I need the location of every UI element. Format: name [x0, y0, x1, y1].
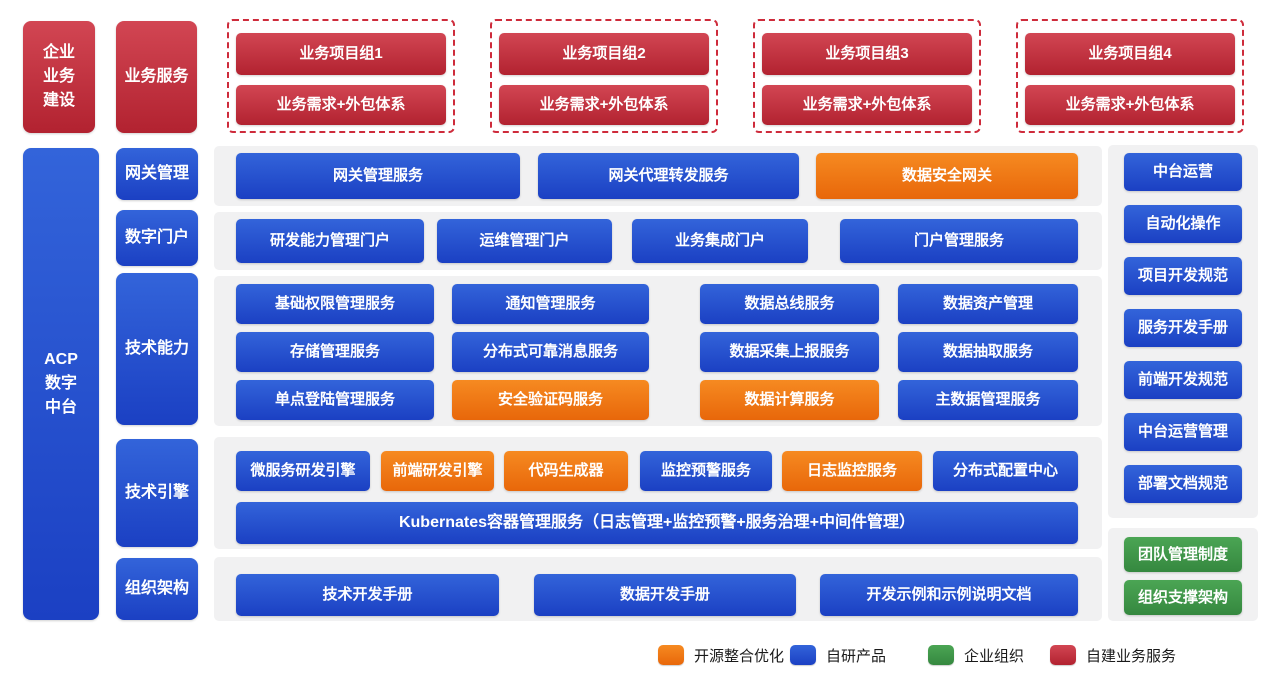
- block-distributed-reliable-message-service: 分布式可靠消息服务: [452, 332, 649, 372]
- block-data-bus-service: 数据总线服务: [700, 284, 879, 324]
- category-org-structure: 组织架构: [116, 558, 198, 620]
- category-tech-capability: 技术能力: [116, 273, 198, 425]
- block-kubernetes-container-service: Kubernates容器管理服务（日志管理+监控预警+服务治理+中间件管理）: [236, 502, 1078, 544]
- pillar-business-service: 业务服务: [116, 21, 197, 133]
- block-data-security-gateway: 数据安全网关: [816, 153, 1078, 199]
- legend-item-enterprise-org: 企业组织: [928, 644, 1024, 666]
- legend-swatch-orange-icon: [658, 645, 684, 665]
- block-data-compute-service: 数据计算服务: [700, 380, 879, 420]
- block-rd-capability-portal: 研发能力管理门户: [236, 219, 424, 263]
- block-captcha-service: 安全验证码服务: [452, 380, 649, 420]
- legend-item-open-source: 开源整合优化: [658, 644, 784, 666]
- block-dev-examples-doc: 开发示例和示例说明文档: [820, 574, 1078, 616]
- block-monitoring-alert-service: 监控预警服务: [640, 451, 772, 491]
- block-project-dev-spec: 项目开发规范: [1124, 257, 1242, 295]
- block-data-collection-report-service: 数据采集上报服务: [700, 332, 879, 372]
- legend-swatch-green-icon: [928, 645, 954, 665]
- legend-swatch-red-icon: [1050, 645, 1076, 665]
- legend-label: 企业组织: [964, 647, 1025, 665]
- block-tech-dev-manual: 技术开发手册: [236, 574, 499, 616]
- block-data-asset-management: 数据资产管理: [898, 284, 1078, 324]
- category-tech-engine: 技术引擎: [116, 439, 198, 547]
- block-sso-management-service: 单点登陆管理服务: [236, 380, 434, 420]
- block-business-project-group-1: 业务项目组1: [236, 33, 446, 75]
- block-business-project-group-4: 业务项目组4: [1025, 33, 1235, 75]
- block-automation-operation: 自动化操作: [1124, 205, 1242, 243]
- block-platform-operation-management: 中台运营管理: [1124, 413, 1242, 451]
- block-master-data-management-service: 主数据管理服务: [898, 380, 1078, 420]
- block-platform-operation: 中台运营: [1124, 153, 1242, 191]
- block-business-project-group-3: 业务项目组3: [762, 33, 972, 75]
- block-microservice-dev-engine: 微服务研发引擎: [236, 451, 370, 491]
- block-code-generator: 代码生成器: [504, 451, 628, 491]
- block-portal-management-service: 门户管理服务: [840, 219, 1078, 263]
- block-business-project-group-2: 业务项目组2: [499, 33, 709, 75]
- block-business-demand-outsourcing-4: 业务需求+外包体系: [1025, 85, 1235, 125]
- block-org-support-structure: 组织支撑架构: [1124, 580, 1242, 615]
- business-group-2: [490, 19, 718, 133]
- block-frontend-dev-engine: 前端研发引擎: [381, 451, 494, 491]
- block-log-monitoring-service: 日志监控服务: [782, 451, 922, 491]
- business-group-4: [1016, 19, 1244, 133]
- block-notification-service: 通知管理服务: [452, 284, 649, 324]
- block-data-dev-manual: 数据开发手册: [534, 574, 796, 616]
- business-group-1: [227, 19, 455, 133]
- block-distributed-config-center: 分布式配置中心: [933, 451, 1078, 491]
- legend-label: 开源整合优化: [694, 647, 785, 665]
- business-group-3: [753, 19, 981, 133]
- legend-label: 自研产品: [826, 647, 887, 665]
- category-digital-portal: 数字门户: [116, 210, 198, 266]
- category-gateway-management: 网关管理: [116, 148, 198, 200]
- block-service-dev-manual: 服务开发手册: [1124, 309, 1242, 347]
- legend-item-self-built-business: 自建业务服务: [1050, 644, 1176, 666]
- pillar-acp-digital-platform: ACP 数字 中台: [23, 148, 99, 620]
- pillar-enterprise-business-construction: 企业 业务 建设: [23, 21, 95, 133]
- block-gateway-proxy-forward-service: 网关代理转发服务: [538, 153, 799, 199]
- legend-swatch-blue-icon: [790, 645, 816, 665]
- block-deployment-doc-spec: 部署文档规范: [1124, 465, 1242, 503]
- block-ops-management-portal: 运维管理门户: [437, 219, 612, 263]
- block-data-extraction-service: 数据抽取服务: [898, 332, 1078, 372]
- block-business-demand-outsourcing-3: 业务需求+外包体系: [762, 85, 972, 125]
- block-frontend-dev-spec: 前端开发规范: [1124, 361, 1242, 399]
- block-business-demand-outsourcing-2: 业务需求+外包体系: [499, 85, 709, 125]
- block-business-demand-outsourcing-1: 业务需求+外包体系: [236, 85, 446, 125]
- legend-label: 自建业务服务: [1086, 647, 1177, 665]
- block-gateway-management-service: 网关管理服务: [236, 153, 520, 199]
- block-team-management-system: 团队管理制度: [1124, 537, 1242, 572]
- block-storage-management-service: 存储管理服务: [236, 332, 434, 372]
- block-basic-permission-service: 基础权限管理服务: [236, 284, 434, 324]
- legend-item-self-developed: 自研产品: [790, 644, 886, 666]
- block-business-integration-portal: 业务集成门户: [632, 219, 808, 263]
